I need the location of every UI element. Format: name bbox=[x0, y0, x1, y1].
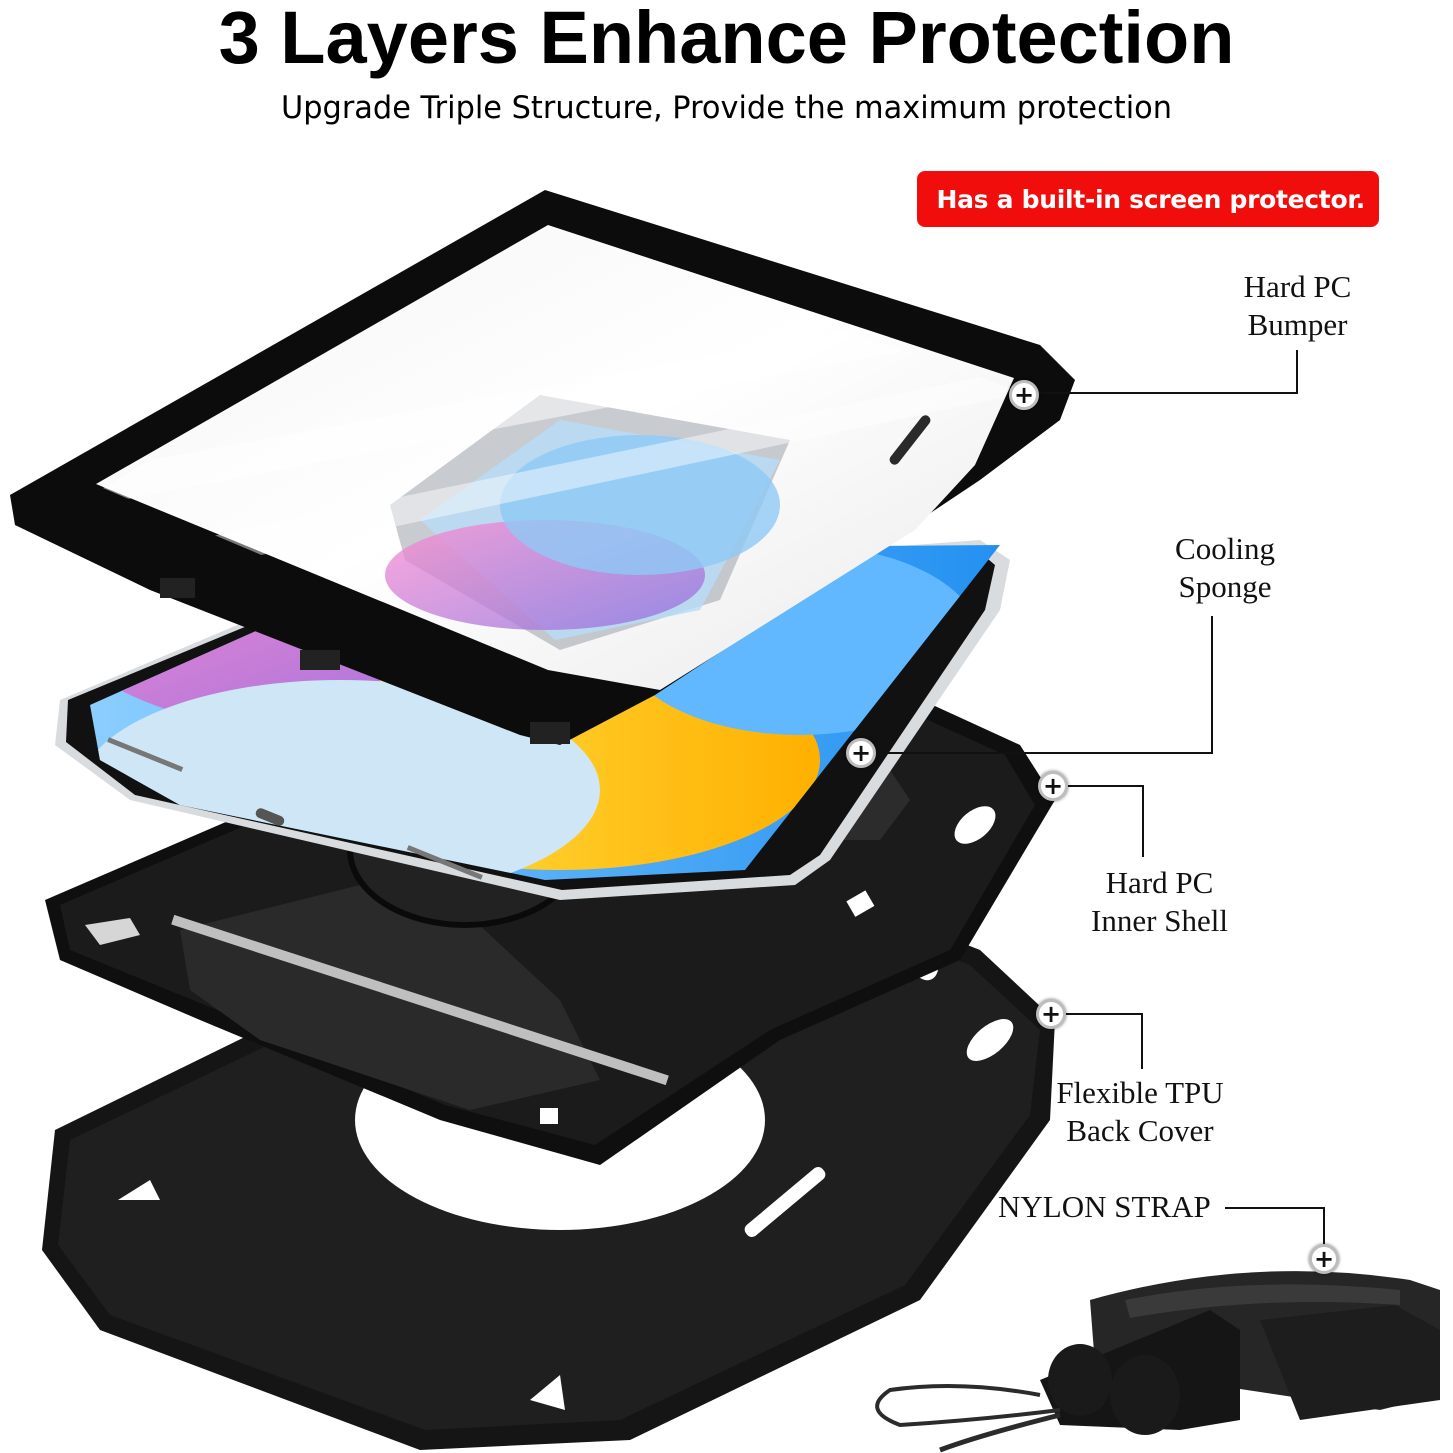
nylon-strap-art bbox=[875, 1271, 1440, 1453]
plus-hotspot-icon[interactable]: + bbox=[1036, 999, 1066, 1029]
plus-hotspot-icon[interactable]: + bbox=[1009, 380, 1039, 410]
leader-line bbox=[1038, 392, 1298, 394]
callout-line: Cooling bbox=[1175, 531, 1275, 566]
leader-line bbox=[1296, 350, 1298, 394]
callout-label-nylon-strap: NYLON STRAP bbox=[998, 1188, 1223, 1226]
callout-line: Back Cover bbox=[1066, 1113, 1214, 1148]
callout-label-hard-pc-bumper: Hard PC Bumper bbox=[1215, 268, 1380, 344]
callout-label-hard-pc-inner-shell: Hard PC Inner Shell bbox=[1062, 864, 1257, 940]
plus-hotspot-icon[interactable]: + bbox=[846, 738, 876, 768]
page-title: 3 Layers Enhance Protection bbox=[218, 0, 1235, 79]
leader-line bbox=[1065, 785, 1144, 787]
screen-protector-badge: Has a built-in screen protector. bbox=[917, 171, 1379, 227]
callout-label-cooling-sponge: Cooling Sponge bbox=[1145, 530, 1305, 606]
callout-line: Hard PC bbox=[1105, 865, 1214, 900]
callout-line: Inner Shell bbox=[1091, 903, 1228, 938]
plus-hotspot-icon[interactable]: + bbox=[1309, 1244, 1339, 1274]
callout-line: Flexible TPU bbox=[1056, 1075, 1224, 1110]
leader-line bbox=[873, 752, 1213, 754]
leader-line bbox=[1211, 616, 1213, 754]
leader-line bbox=[1141, 1013, 1143, 1069]
callout-label-flexible-tpu-back-cover: Flexible TPU Back Cover bbox=[1035, 1074, 1245, 1150]
leader-line bbox=[1063, 1013, 1143, 1015]
leader-line bbox=[1323, 1207, 1325, 1245]
callout-line: Bumper bbox=[1247, 307, 1348, 342]
leader-line bbox=[1225, 1207, 1325, 1209]
page-subtitle: Upgrade Triple Structure, Provide the ma… bbox=[281, 90, 1172, 126]
plus-hotspot-icon[interactable]: + bbox=[1038, 771, 1068, 801]
leader-line bbox=[1142, 785, 1144, 857]
bumper-art bbox=[10, 190, 1075, 745]
callout-line: NYLON STRAP bbox=[998, 1189, 1211, 1224]
callout-line: Sponge bbox=[1178, 569, 1272, 604]
callout-line: Hard PC bbox=[1243, 269, 1352, 304]
